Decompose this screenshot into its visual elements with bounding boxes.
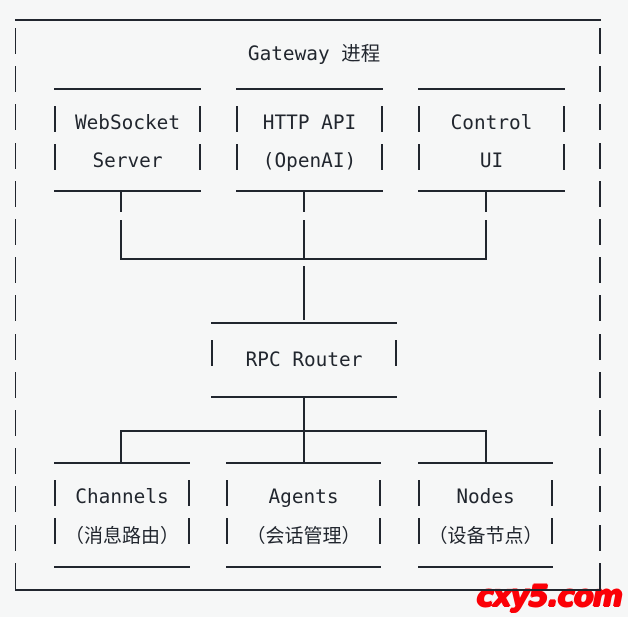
connector-stem-http-api-b [303, 220, 305, 258]
box-label-nodes-line1: Nodes [456, 485, 515, 508]
outer-frame-right-pipe [599, 180, 601, 207]
box-label-channels-line2: （消息路由） [64, 525, 180, 547]
outer-frame-left-pipe [14, 180, 17, 207]
box-label-control-ui-line1: Control [450, 111, 533, 134]
box-wall-pipe [418, 144, 420, 170]
box-wall-pipe [563, 144, 565, 170]
diagram-title: Gateway 进程 [247, 42, 381, 65]
connector-bus-top [120, 258, 487, 261]
box-label-control-ui-line2: UI [479, 149, 504, 172]
connector-stem-lower-2 [485, 430, 487, 462]
box-wall-pipe [551, 518, 553, 544]
outer-frame-right-pipe [599, 410, 601, 436]
outer-frame-left-pipe [14, 333, 17, 360]
outer-frame-left-pipe [14, 562, 17, 589]
connector-stem-http-api [303, 190, 305, 212]
connector-stem-websocket-server [120, 190, 122, 212]
connector-router-down [303, 396, 305, 430]
box-wall-pipe [54, 480, 56, 506]
box-wall-pipe [199, 144, 201, 170]
box-label-agents-line2: （会话管理） [246, 525, 361, 547]
outer-frame-right-pipe [599, 257, 601, 284]
outer-frame-right-pipe [599, 486, 601, 513]
connector-stem-websocket-server-b [120, 220, 122, 258]
box-label-channels-line1: Channels [75, 485, 169, 508]
box-label-rpc-router: RPC Router [245, 348, 363, 371]
outer-frame-top [14, 19, 601, 22]
box-bottom-nodes [418, 566, 553, 569]
box-label-nodes-line2: （设备节点） [428, 525, 543, 547]
box-bottom-agents [226, 566, 381, 569]
box-top-channels [54, 462, 190, 465]
box-top-nodes [418, 462, 553, 465]
outer-frame-right-pipe [599, 448, 601, 475]
box-wall-pipe [418, 518, 420, 544]
outer-frame-right-pipe [599, 66, 601, 93]
box-label-websocket-server-line1: WebSocket [74, 111, 181, 134]
box-wall-pipe [226, 518, 228, 544]
box-wall-pipe [54, 144, 56, 170]
outer-frame-left-pipe [14, 28, 17, 54]
connector-stem-lower-0 [120, 430, 122, 462]
connector-bus-to-router [303, 266, 305, 320]
box-wall-pipe [379, 480, 381, 506]
box-wall-pipe [236, 106, 238, 132]
outer-frame-left-pipe [14, 257, 17, 284]
outer-frame-right-pipe [599, 295, 601, 322]
outer-frame-left-pipe [14, 142, 17, 169]
box-wall-pipe [381, 144, 383, 170]
box-wall-pipe [236, 144, 238, 170]
box-wall-pipe [211, 340, 213, 366]
outer-frame-left-pipe [14, 219, 17, 245]
box-wall-pipe [188, 480, 190, 506]
connector-stem-lower-1 [303, 430, 305, 462]
box-top-rpc-router [211, 322, 397, 325]
box-wall-pipe [418, 480, 420, 506]
outer-frame-left-pipe [14, 486, 17, 513]
box-wall-pipe [199, 106, 201, 132]
outer-frame-left-pipe [14, 524, 17, 551]
outer-frame-right-pipe [599, 219, 601, 245]
outer-frame-left-pipe [14, 295, 17, 322]
box-bottom-http-api [236, 190, 383, 193]
box-bottom-control-ui [418, 190, 565, 193]
box-top-agents [226, 462, 381, 465]
box-wall-pipe [418, 106, 420, 132]
box-label-http-api-line2: (OpenAI) [262, 149, 357, 172]
box-bottom-channels [54, 566, 190, 569]
outer-frame-left-pipe [14, 371, 17, 398]
outer-frame-right-pipe [599, 104, 601, 131]
outer-frame-bottom [14, 589, 601, 592]
box-bottom-websocket-server [54, 190, 201, 193]
box-top-control-ui [418, 88, 565, 91]
box-wall-pipe [54, 518, 56, 544]
box-wall-pipe [563, 106, 565, 132]
outer-frame-left-pipe [14, 448, 17, 475]
box-wall-pipe [188, 518, 190, 544]
box-wall-pipe [551, 480, 553, 506]
box-label-websocket-server-line2: Server [92, 149, 163, 172]
outer-frame-right-pipe [599, 371, 601, 398]
box-top-websocket-server [54, 88, 201, 91]
connector-stem-control-ui [485, 190, 487, 212]
outer-frame-right-pipe [599, 142, 601, 169]
box-label-http-api-line1: HTTP API [262, 111, 357, 134]
outer-frame-right-pipe [599, 28, 601, 54]
outer-frame-right-pipe [599, 562, 601, 589]
box-wall-pipe [395, 340, 397, 366]
box-wall-pipe [381, 106, 383, 132]
outer-frame-right-pipe [599, 333, 601, 360]
outer-frame-right-pipe [599, 524, 601, 551]
outer-frame-left-pipe [14, 66, 17, 93]
box-top-http-api [236, 88, 383, 91]
box-wall-pipe [54, 106, 56, 132]
box-wall-pipe [226, 480, 228, 506]
box-label-agents-line1: Agents [268, 485, 339, 508]
outer-frame-left-pipe [14, 410, 17, 436]
box-wall-pipe [379, 518, 381, 544]
connector-stem-control-ui-b [485, 220, 487, 258]
outer-frame-left-pipe [14, 104, 17, 131]
